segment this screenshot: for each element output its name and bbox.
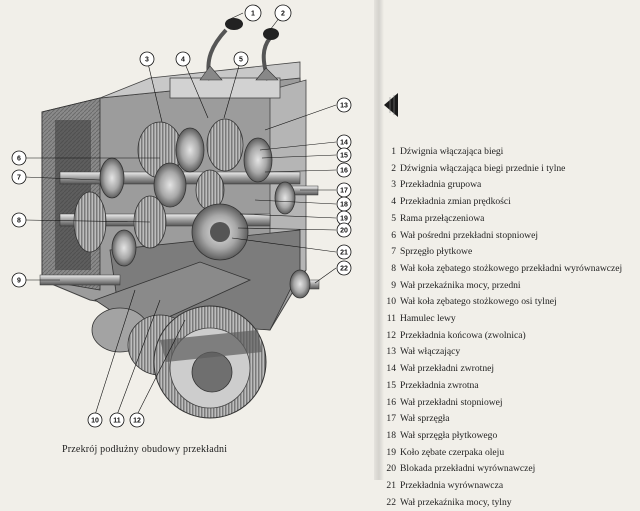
figure-caption: Przekrój podłużny obudowy przekładni xyxy=(62,444,228,455)
svg-text:20: 20 xyxy=(340,228,348,235)
svg-text:13: 13 xyxy=(340,103,348,110)
callout-8: 8 xyxy=(11,212,27,228)
gear-train xyxy=(73,118,311,299)
callout-22: 22 xyxy=(336,260,352,276)
callout-15: 15 xyxy=(336,147,352,163)
svg-text:21: 21 xyxy=(340,250,348,257)
callout-16: 16 xyxy=(336,162,352,178)
svg-text:5: 5 xyxy=(239,57,243,64)
callout-21: 21 xyxy=(336,244,352,260)
callout-6: 6 xyxy=(11,150,27,166)
page-fold xyxy=(374,0,384,480)
svg-text:10: 10 xyxy=(91,418,99,425)
svg-text:16: 16 xyxy=(340,168,348,175)
callout-12: 12 xyxy=(129,412,145,428)
callout-2: 2 xyxy=(274,4,292,22)
svg-text:7: 7 xyxy=(17,175,21,182)
callout-11: 11 xyxy=(109,412,125,428)
callout-9: 9 xyxy=(11,272,27,288)
svg-text:22: 22 xyxy=(340,266,348,273)
svg-text:19: 19 xyxy=(340,216,348,223)
svg-text:6: 6 xyxy=(17,156,21,163)
callout-18: 18 xyxy=(336,196,352,212)
svg-text:3: 3 xyxy=(145,57,149,64)
gearbox-cutaway-illustration: 1 2 3 4 5 6 7 8 9 10 11 12 13 14 15 16 1… xyxy=(11,4,352,428)
callout-4: 4 xyxy=(175,51,191,67)
svg-text:1: 1 xyxy=(251,11,255,18)
diamond-marker-icon xyxy=(384,93,398,117)
callout-1: 1 xyxy=(244,4,262,22)
svg-text:17: 17 xyxy=(340,188,348,195)
final-drive xyxy=(91,261,267,419)
leader-lines xyxy=(24,12,337,416)
svg-text:2: 2 xyxy=(281,11,285,18)
svg-text:18: 18 xyxy=(340,202,348,209)
callout-20: 20 xyxy=(336,222,352,238)
callout-7: 7 xyxy=(11,169,27,185)
callout-14: 14 xyxy=(336,134,352,150)
svg-text:4: 4 xyxy=(181,57,185,64)
manual-page-spread: 1 2 3 4 5 6 7 8 9 10 11 12 13 14 15 16 1… xyxy=(11,0,622,508)
svg-text:8: 8 xyxy=(17,218,21,225)
callout-13: 13 xyxy=(336,97,352,113)
svg-text:15: 15 xyxy=(340,153,348,160)
svg-text:9: 9 xyxy=(17,278,21,285)
callout-5: 5 xyxy=(233,51,249,67)
callout-17: 17 xyxy=(336,182,352,198)
svg-text:12: 12 xyxy=(133,418,141,425)
callout-3: 3 xyxy=(139,51,155,67)
callout-10: 10 xyxy=(87,412,103,428)
svg-text:14: 14 xyxy=(340,140,348,147)
svg-text:11: 11 xyxy=(113,418,121,425)
